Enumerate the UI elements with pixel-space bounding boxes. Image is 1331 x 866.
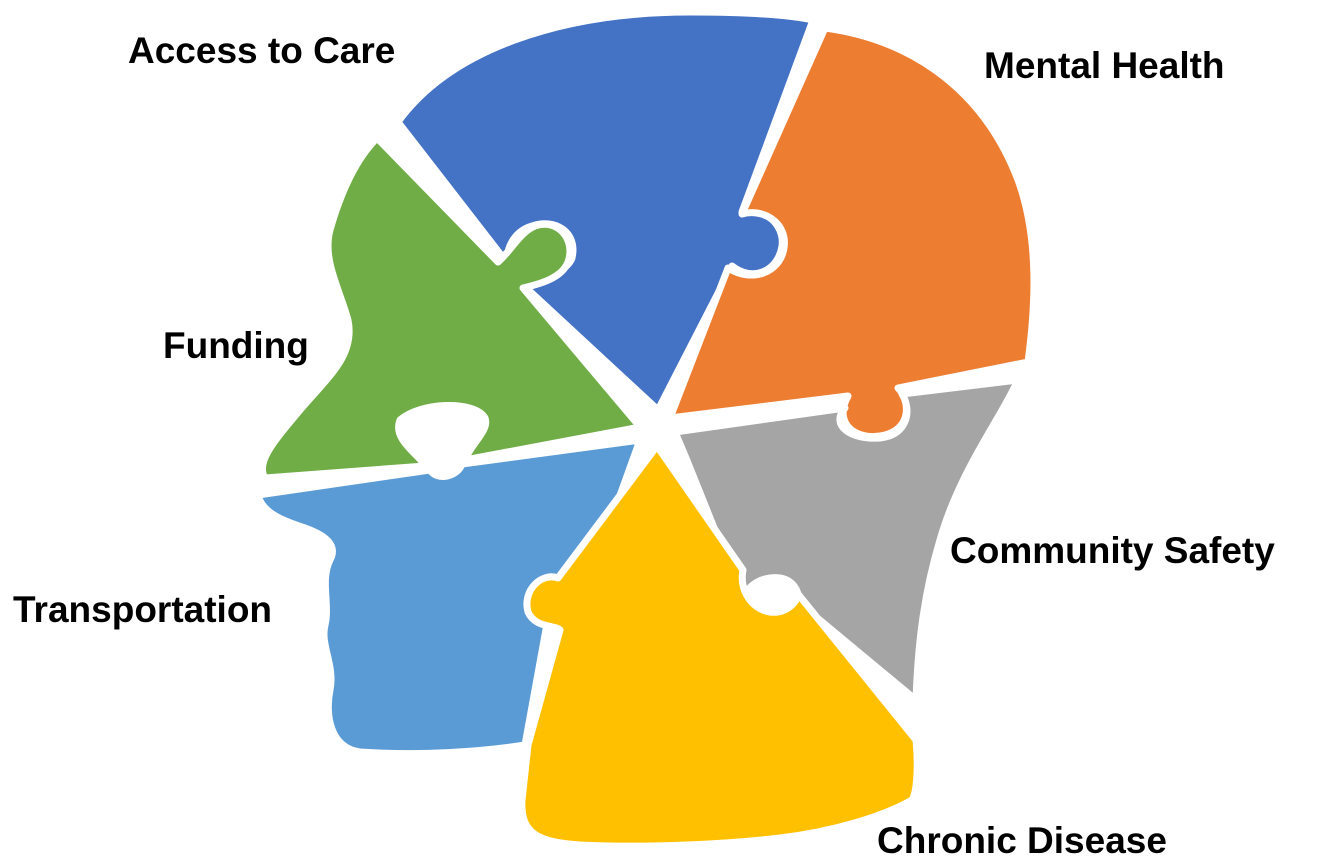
transportation-label: Transportation [13,589,273,630]
chronic-disease-piece [518,442,921,850]
chronic-disease-label: Chronic Disease [877,820,1167,861]
community-safety-piece [671,376,1022,704]
mental-health-label: Mental Health [984,45,1225,86]
funding-label: Funding [163,325,309,366]
community-safety-label: Community Safety [950,530,1275,571]
funding-piece [258,134,644,482]
access-to-care-label: Access to Care [128,30,396,71]
